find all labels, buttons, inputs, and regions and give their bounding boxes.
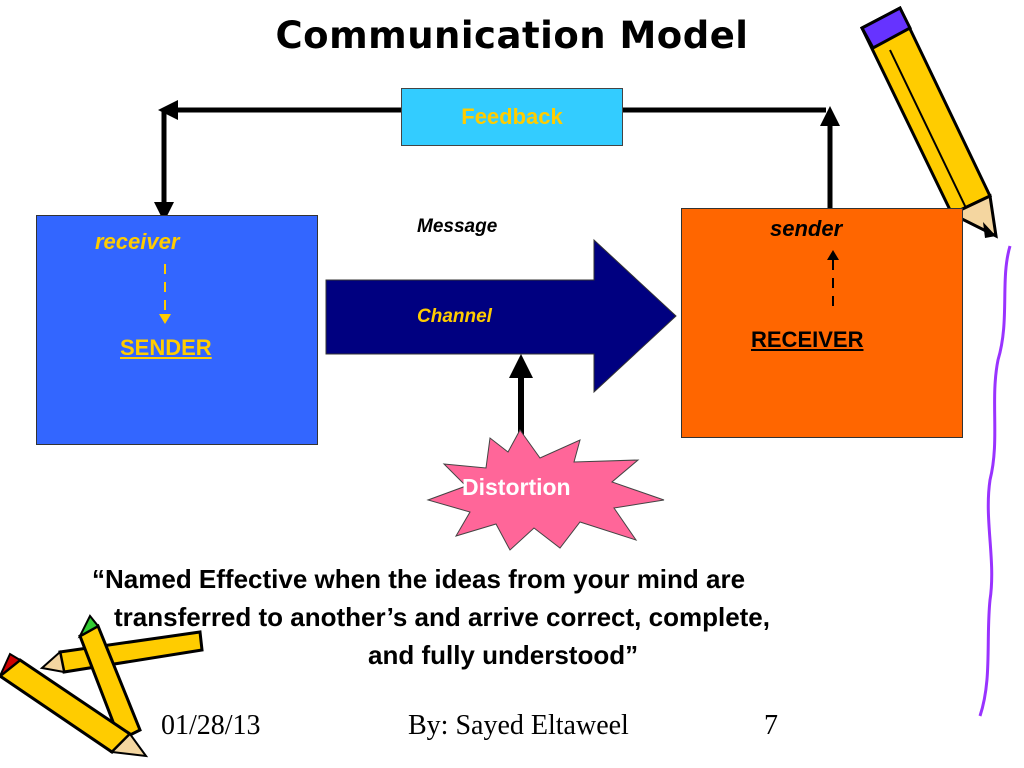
right-box-top-label: sender — [770, 216, 843, 241]
right-participant-box — [681, 208, 963, 438]
footer-date: 01/28/13 — [161, 710, 261, 741]
left-box-bottom-label: SENDER — [120, 335, 212, 360]
channel-label: Channel — [417, 306, 492, 327]
quote-line-1: “Named Effective when the ideas from you… — [92, 564, 746, 594]
purple-border-line — [978, 245, 1012, 717]
pencil-icon-top-right — [859, 5, 998, 239]
slide-title: Communication Model — [275, 14, 749, 57]
channel-arrow — [325, 238, 677, 394]
definition-quote: “Named Effective when the ideas from you… — [92, 560, 992, 674]
footer-page-number: 7 — [764, 710, 778, 741]
feedback-loop — [154, 100, 840, 222]
pencils-icon-bottom-left — [0, 614, 204, 758]
feedback-label: Feedback — [461, 104, 563, 129]
left-participant-box — [36, 215, 318, 445]
left-box-top-label: receiver — [95, 229, 180, 254]
footer-author: By: Sayed Eltaweel — [408, 710, 629, 741]
feedback-box: Feedback — [401, 88, 623, 146]
right-dashed-arrow — [827, 250, 839, 310]
quote-line-3: and fully understood” — [368, 640, 639, 670]
quote-line-2: transferred to another’s and arrive corr… — [114, 602, 770, 632]
left-dashed-arrow — [159, 264, 171, 324]
distortion-label: Distortion — [462, 474, 571, 500]
message-label: Message — [417, 216, 498, 237]
distortion-burst — [426, 429, 665, 551]
right-box-bottom-label: RECEIVER — [751, 327, 864, 352]
